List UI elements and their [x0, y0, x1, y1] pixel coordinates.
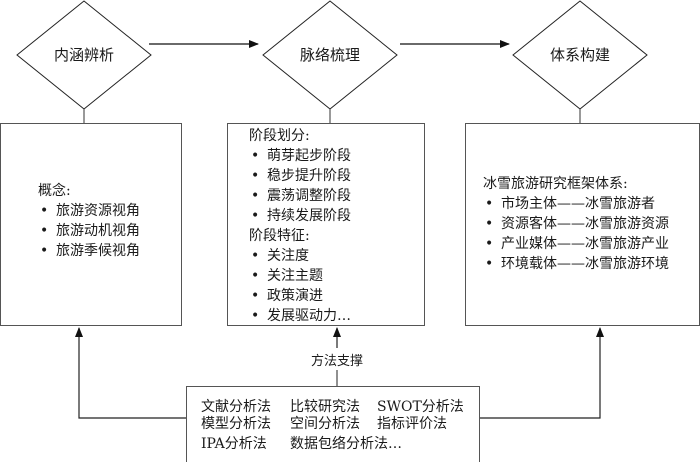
- list-item: 旅游资源视角: [38, 201, 140, 221]
- list-item: 政策演进: [249, 286, 351, 306]
- arrow-methods-to-box-1: [75, 327, 186, 419]
- concept-box: 概念: 旅游资源视角 旅游动机视角 旅游季候视角: [0, 123, 182, 326]
- methods-box: 文献分析法 比较研究法 SWOT分析法 模型分析法 空间分析法 指标评价法 IP…: [186, 386, 480, 462]
- list-item: 萌芽起步阶段: [249, 146, 351, 166]
- concept-heading: 概念:: [38, 183, 71, 199]
- list-item: 发展驱动力…: [249, 306, 351, 326]
- stage-features-list: 关注度 关注主题 政策演进 发展驱动力…: [249, 246, 351, 326]
- method-item: IPA分析法: [201, 436, 267, 452]
- framework-box: 冰雪旅游研究框架体系: 市场主体——冰雪旅游者 资源客体——冰雪旅游资源 产业媒…: [465, 123, 700, 326]
- method-item: 数据包络分析法…: [290, 436, 402, 452]
- stage-features-heading: 阶段特征:: [249, 228, 310, 244]
- list-item: 震荡调整阶段: [249, 186, 351, 206]
- stage-label-context: 脉络梳理: [299, 46, 360, 64]
- list-item: 关注主题: [249, 266, 351, 286]
- context-box: 阶段划分: 萌芽起步阶段 稳步提升阶段 震荡调整阶段 持续发展阶段 阶段特征: …: [227, 123, 425, 326]
- concept-list: 旅游资源视角 旅游动机视角 旅游季候视角: [38, 201, 140, 261]
- list-item: 市场主体——冰雪旅游者: [483, 194, 669, 214]
- list-item: 产业媒体——冰雪旅游产业: [483, 234, 669, 254]
- stage-label-concept: 内涵辨析: [53, 46, 114, 64]
- method-item: 指标评价法: [377, 416, 447, 432]
- list-item: 资源客体——冰雪旅游资源: [483, 214, 669, 234]
- method-support-label: 方法支撑: [297, 350, 377, 369]
- stage-label-system: 体系构建: [549, 46, 610, 64]
- framework-list: 市场主体——冰雪旅游者 资源客体——冰雪旅游资源 产业媒体——冰雪旅游产业 环境…: [483, 194, 669, 274]
- list-item: 稳步提升阶段: [249, 166, 351, 186]
- method-item: 空间分析法: [290, 416, 360, 432]
- list-item: 旅游动机视角: [38, 221, 140, 241]
- method-item: 比较研究法: [290, 399, 360, 415]
- methods-row: 模型分析法 空间分析法 指标评价法: [201, 416, 464, 433]
- list-item: 持续发展阶段: [249, 206, 351, 226]
- methods-row: IPA分析法 数据包络分析法…: [201, 436, 464, 453]
- framework-heading: 冰雪旅游研究框架体系:: [483, 176, 628, 192]
- stage-division-list: 萌芽起步阶段 稳步提升阶段 震荡调整阶段 持续发展阶段: [249, 146, 351, 226]
- methods-row: 文献分析法 比较研究法 SWOT分析法: [201, 399, 464, 416]
- list-item: 关注度: [249, 246, 351, 266]
- method-item: SWOT分析法: [377, 399, 464, 415]
- list-item: 旅游季候视角: [38, 241, 140, 261]
- arrow-methods-to-box-3: [480, 327, 604, 419]
- method-item: 模型分析法: [201, 416, 271, 432]
- list-item: 环境载体——冰雪旅游环境: [483, 254, 669, 274]
- stage-division-heading: 阶段划分:: [249, 128, 310, 144]
- method-item: 文献分析法: [201, 399, 271, 415]
